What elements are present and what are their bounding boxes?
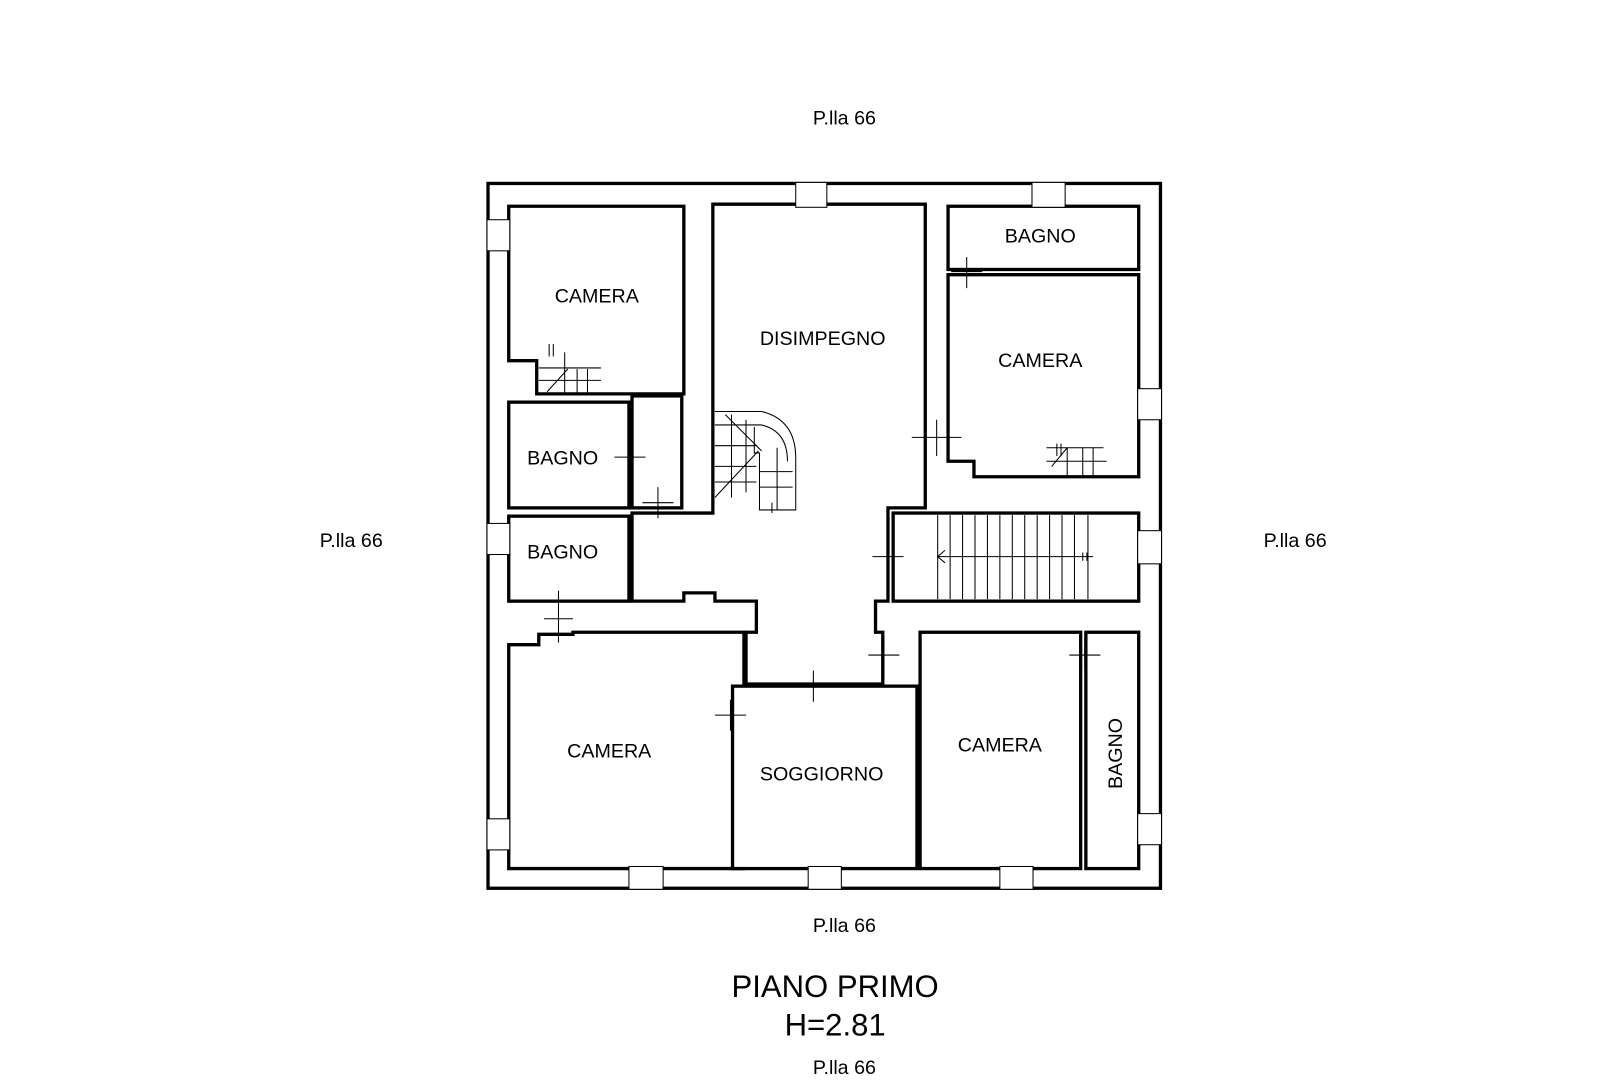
neighbor-left: P.lla 66: [320, 530, 383, 552]
room-bagno-left-upper: [507, 400, 631, 510]
label-disimpegno: DISIMPEGNO: [760, 328, 886, 350]
room-bagno-bottom-right: [1084, 630, 1141, 871]
label-camera-right: CAMERA: [998, 350, 1083, 372]
label-soggiorno: SOGGIORNO: [760, 763, 883, 785]
spiral-staircase: [714, 410, 797, 514]
label-bagno-left-upper: BAGNO: [527, 447, 598, 469]
label-camera-bottom-right: CAMERA: [958, 734, 1043, 756]
room-closet: [630, 394, 684, 510]
label-bagno-bottom-right: BAGNO: [1105, 718, 1127, 789]
room-bagno-left-lower: [507, 514, 631, 603]
room-camera-top-left: [507, 204, 686, 396]
room-camera-right: [946, 273, 1141, 479]
neighbor-bottom-cut: P.lla 66: [813, 1057, 876, 1079]
neighbor-right: P.lla 66: [1264, 530, 1327, 552]
small-stair-left: [538, 344, 601, 394]
small-stair-right: [1046, 443, 1107, 477]
label-bagno-top-right: BAGNO: [1005, 226, 1076, 248]
neighbor-top: P.lla 66: [813, 107, 876, 129]
neighbor-bottom: P.lla 66: [813, 915, 876, 937]
main-staircase-steps: [936, 515, 1094, 600]
label-camera-top-left: CAMERA: [555, 286, 640, 308]
windows: [486, 181, 1163, 890]
plan-height: H=2.81: [785, 1007, 886, 1042]
label-camera-bottom-left: CAMERA: [567, 741, 652, 763]
door-marks: [543, 257, 1101, 731]
label-bagno-left-lower: BAGNO: [527, 542, 598, 564]
plan-title: PIANO PRIMO: [732, 969, 939, 1004]
